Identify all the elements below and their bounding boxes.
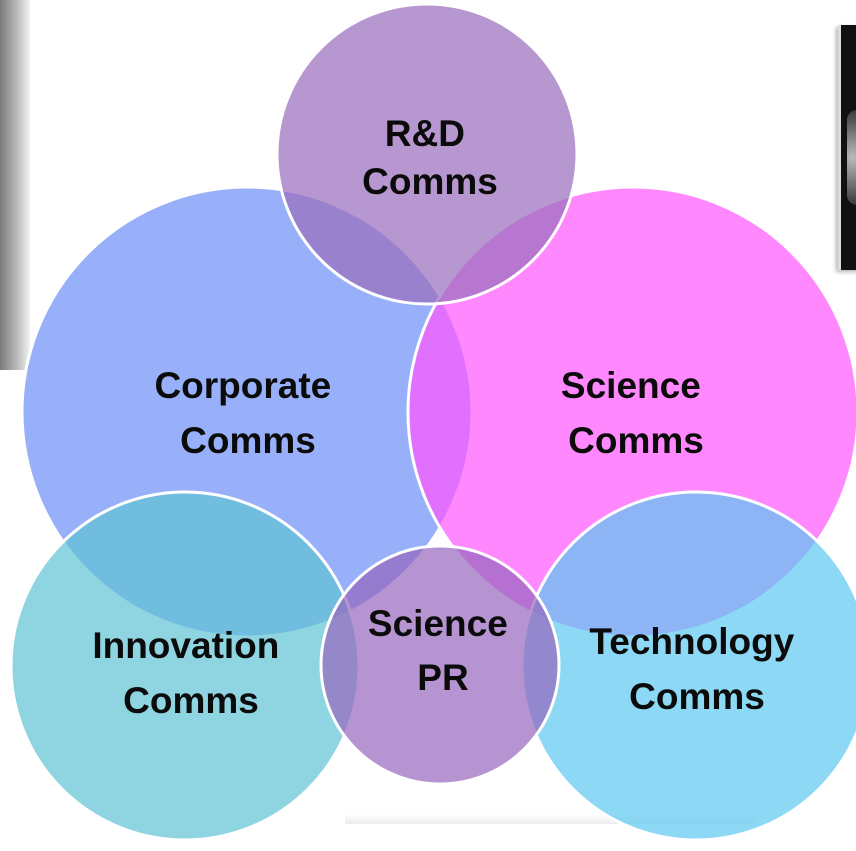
corporate-comms-label: Corporate Comms xyxy=(154,365,341,461)
innovation-comms-label: Innovation Comms xyxy=(92,625,289,721)
rd-comms-circle xyxy=(275,2,579,306)
background-photo xyxy=(838,25,856,270)
rd-comms-label: R&D Comms xyxy=(362,113,498,202)
background-rule xyxy=(345,814,755,824)
innovation-comms-circle xyxy=(9,490,361,842)
science-comms-label: Science Comms xyxy=(561,365,711,461)
science-pr-label: Science PR xyxy=(368,603,518,698)
background-left-panel xyxy=(0,0,30,370)
technology-comms-label: Technology Comms xyxy=(589,621,804,717)
science-pr-circle xyxy=(319,544,561,786)
technology-comms-circle xyxy=(520,490,856,842)
